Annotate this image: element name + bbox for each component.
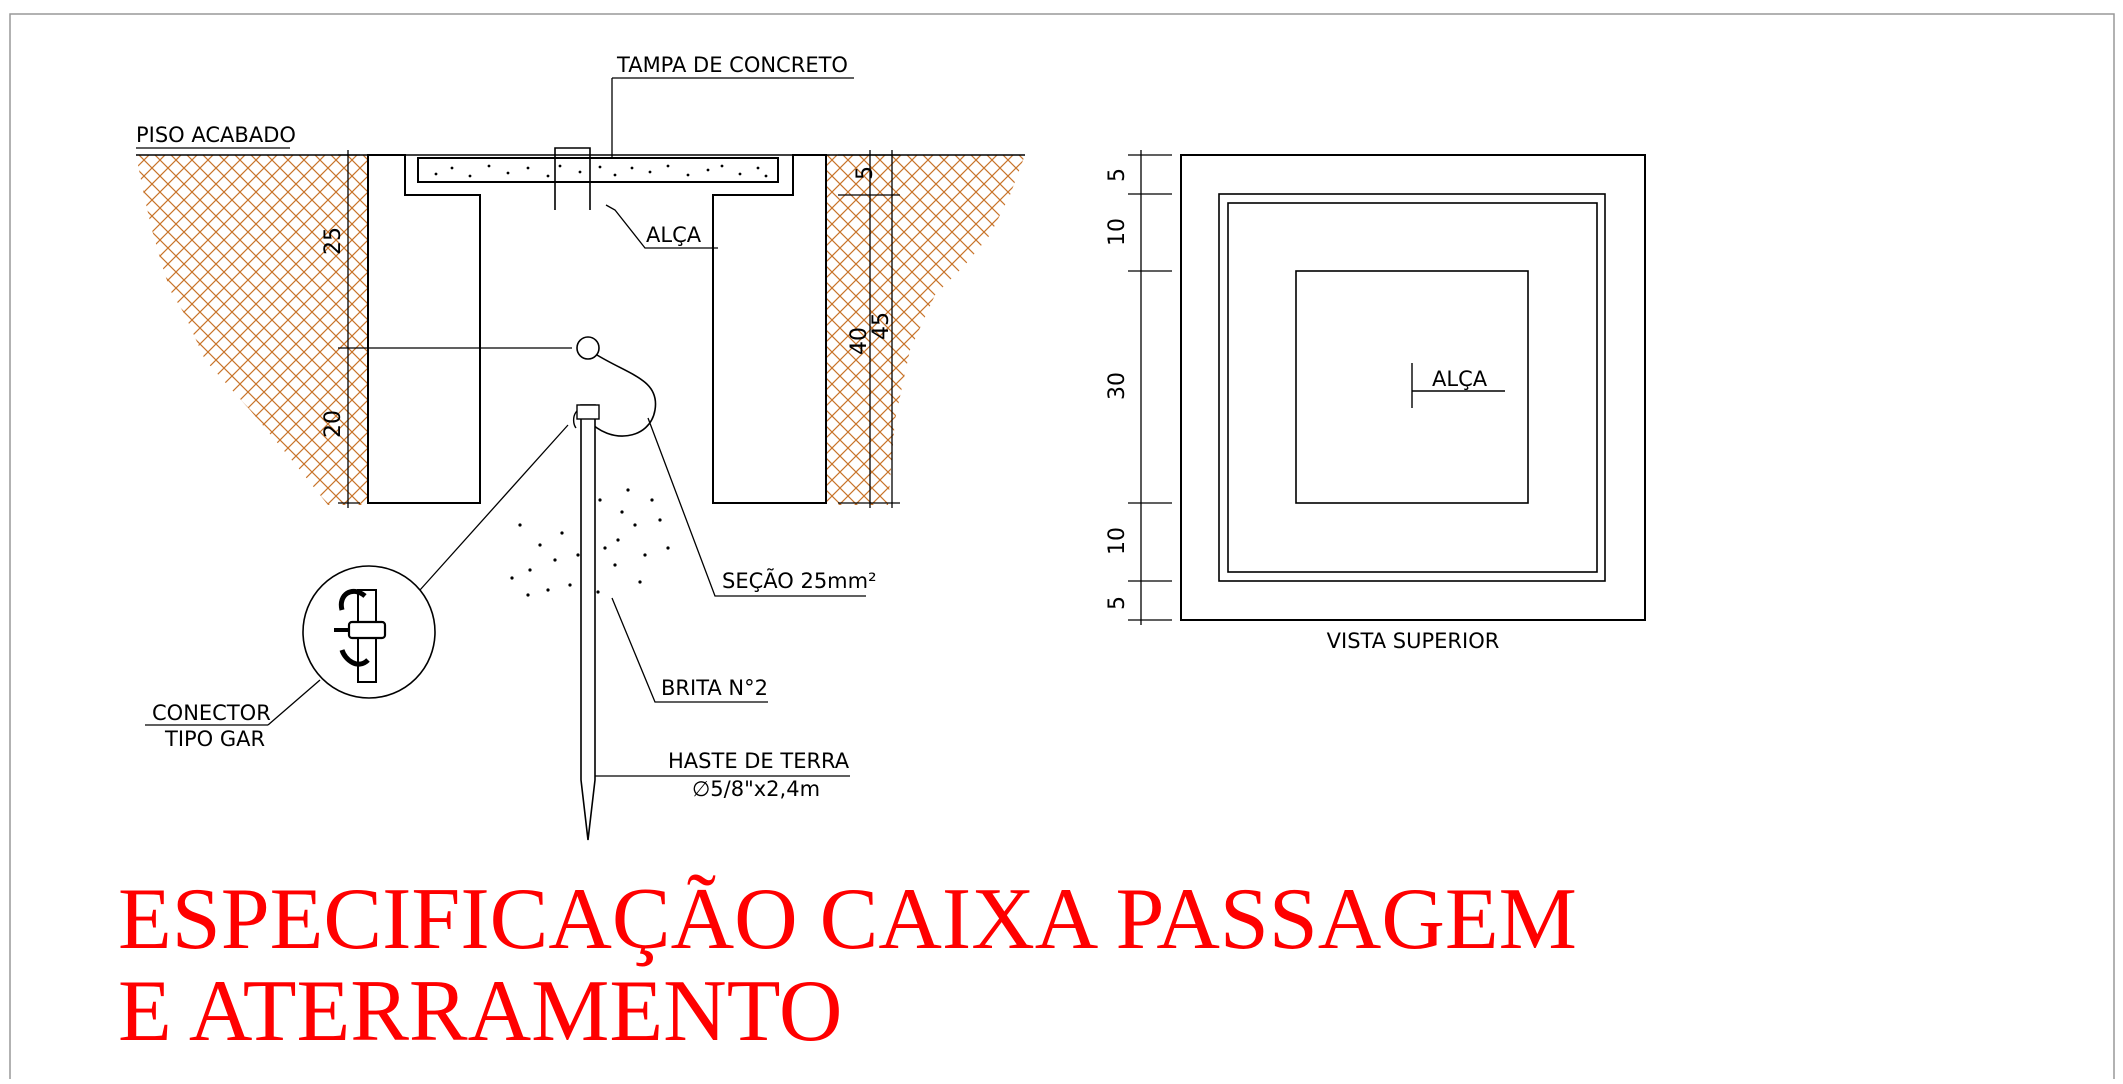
lid-stipple <box>434 164 768 178</box>
ground-rod <box>580 404 596 841</box>
vista-superior-label: VISTA SUPERIOR <box>1327 629 1500 653</box>
top-dim-10b: 10 <box>1105 527 1130 555</box>
haste-label-1: HASTE DE TERRA <box>668 749 850 773</box>
lid-outer <box>1218 193 1606 582</box>
top-dim-30: 30 <box>1105 372 1130 400</box>
box-outer <box>1180 154 1646 621</box>
top-dim-10a: 10 <box>1105 218 1130 246</box>
tampa-label: TAMPA DE CONCRETO <box>616 53 848 77</box>
cable-entry <box>576 336 600 360</box>
top-alca-label: ALÇA <box>1432 367 1488 391</box>
top-view: ALÇA 5 10 30 10 5 VISTA SUPERIOR <box>1105 150 1646 653</box>
dim-left <box>338 150 572 508</box>
concrete-lid <box>417 157 779 183</box>
top-dim-lines <box>1128 150 1172 625</box>
soil-left <box>136 155 368 505</box>
dim-45: 45 <box>869 312 894 340</box>
dim-5: 5 <box>853 166 878 180</box>
dim-right <box>838 150 900 508</box>
top-dim-5b: 5 <box>1105 596 1130 610</box>
dim-40: 40 <box>847 327 872 355</box>
secao-label: SEÇÃO 25mm² <box>722 567 877 593</box>
dim-20: 20 <box>321 410 346 438</box>
alca-label: ALÇA <box>646 223 702 247</box>
soil-right <box>826 155 1025 505</box>
conector-label-2: TIPO GAR <box>164 727 265 751</box>
box-walls <box>367 154 827 504</box>
brita-label: BRITA N°2 <box>661 676 768 700</box>
lid-inner <box>1227 202 1598 573</box>
wall-left <box>367 154 481 504</box>
title-line-1: ESPECIFICAÇÃO CAIXA PASSAGEM <box>118 871 1577 968</box>
box-opening <box>1295 270 1529 504</box>
gravel-stipple <box>510 478 670 597</box>
rod-clamp <box>576 404 600 420</box>
top-dim-5a: 5 <box>1105 168 1130 182</box>
wall-right <box>712 154 827 504</box>
cable-loop <box>587 354 657 437</box>
title-line-2: E ATERRAMENTO <box>118 963 842 1060</box>
section-view: TAMPA DE CONCRETO PISO ACABADO ALÇA 25 2… <box>136 53 1025 841</box>
conector-label-1: CONECTOR <box>152 701 271 725</box>
haste-label-2: ∅5/8"x2,4m <box>692 777 820 801</box>
sheet-border <box>9 13 2115 1084</box>
piso-label: PISO ACABADO <box>136 123 296 147</box>
alca-handle <box>554 147 591 210</box>
connector-detail-drawing <box>334 588 387 683</box>
dim-25: 25 <box>321 227 346 255</box>
